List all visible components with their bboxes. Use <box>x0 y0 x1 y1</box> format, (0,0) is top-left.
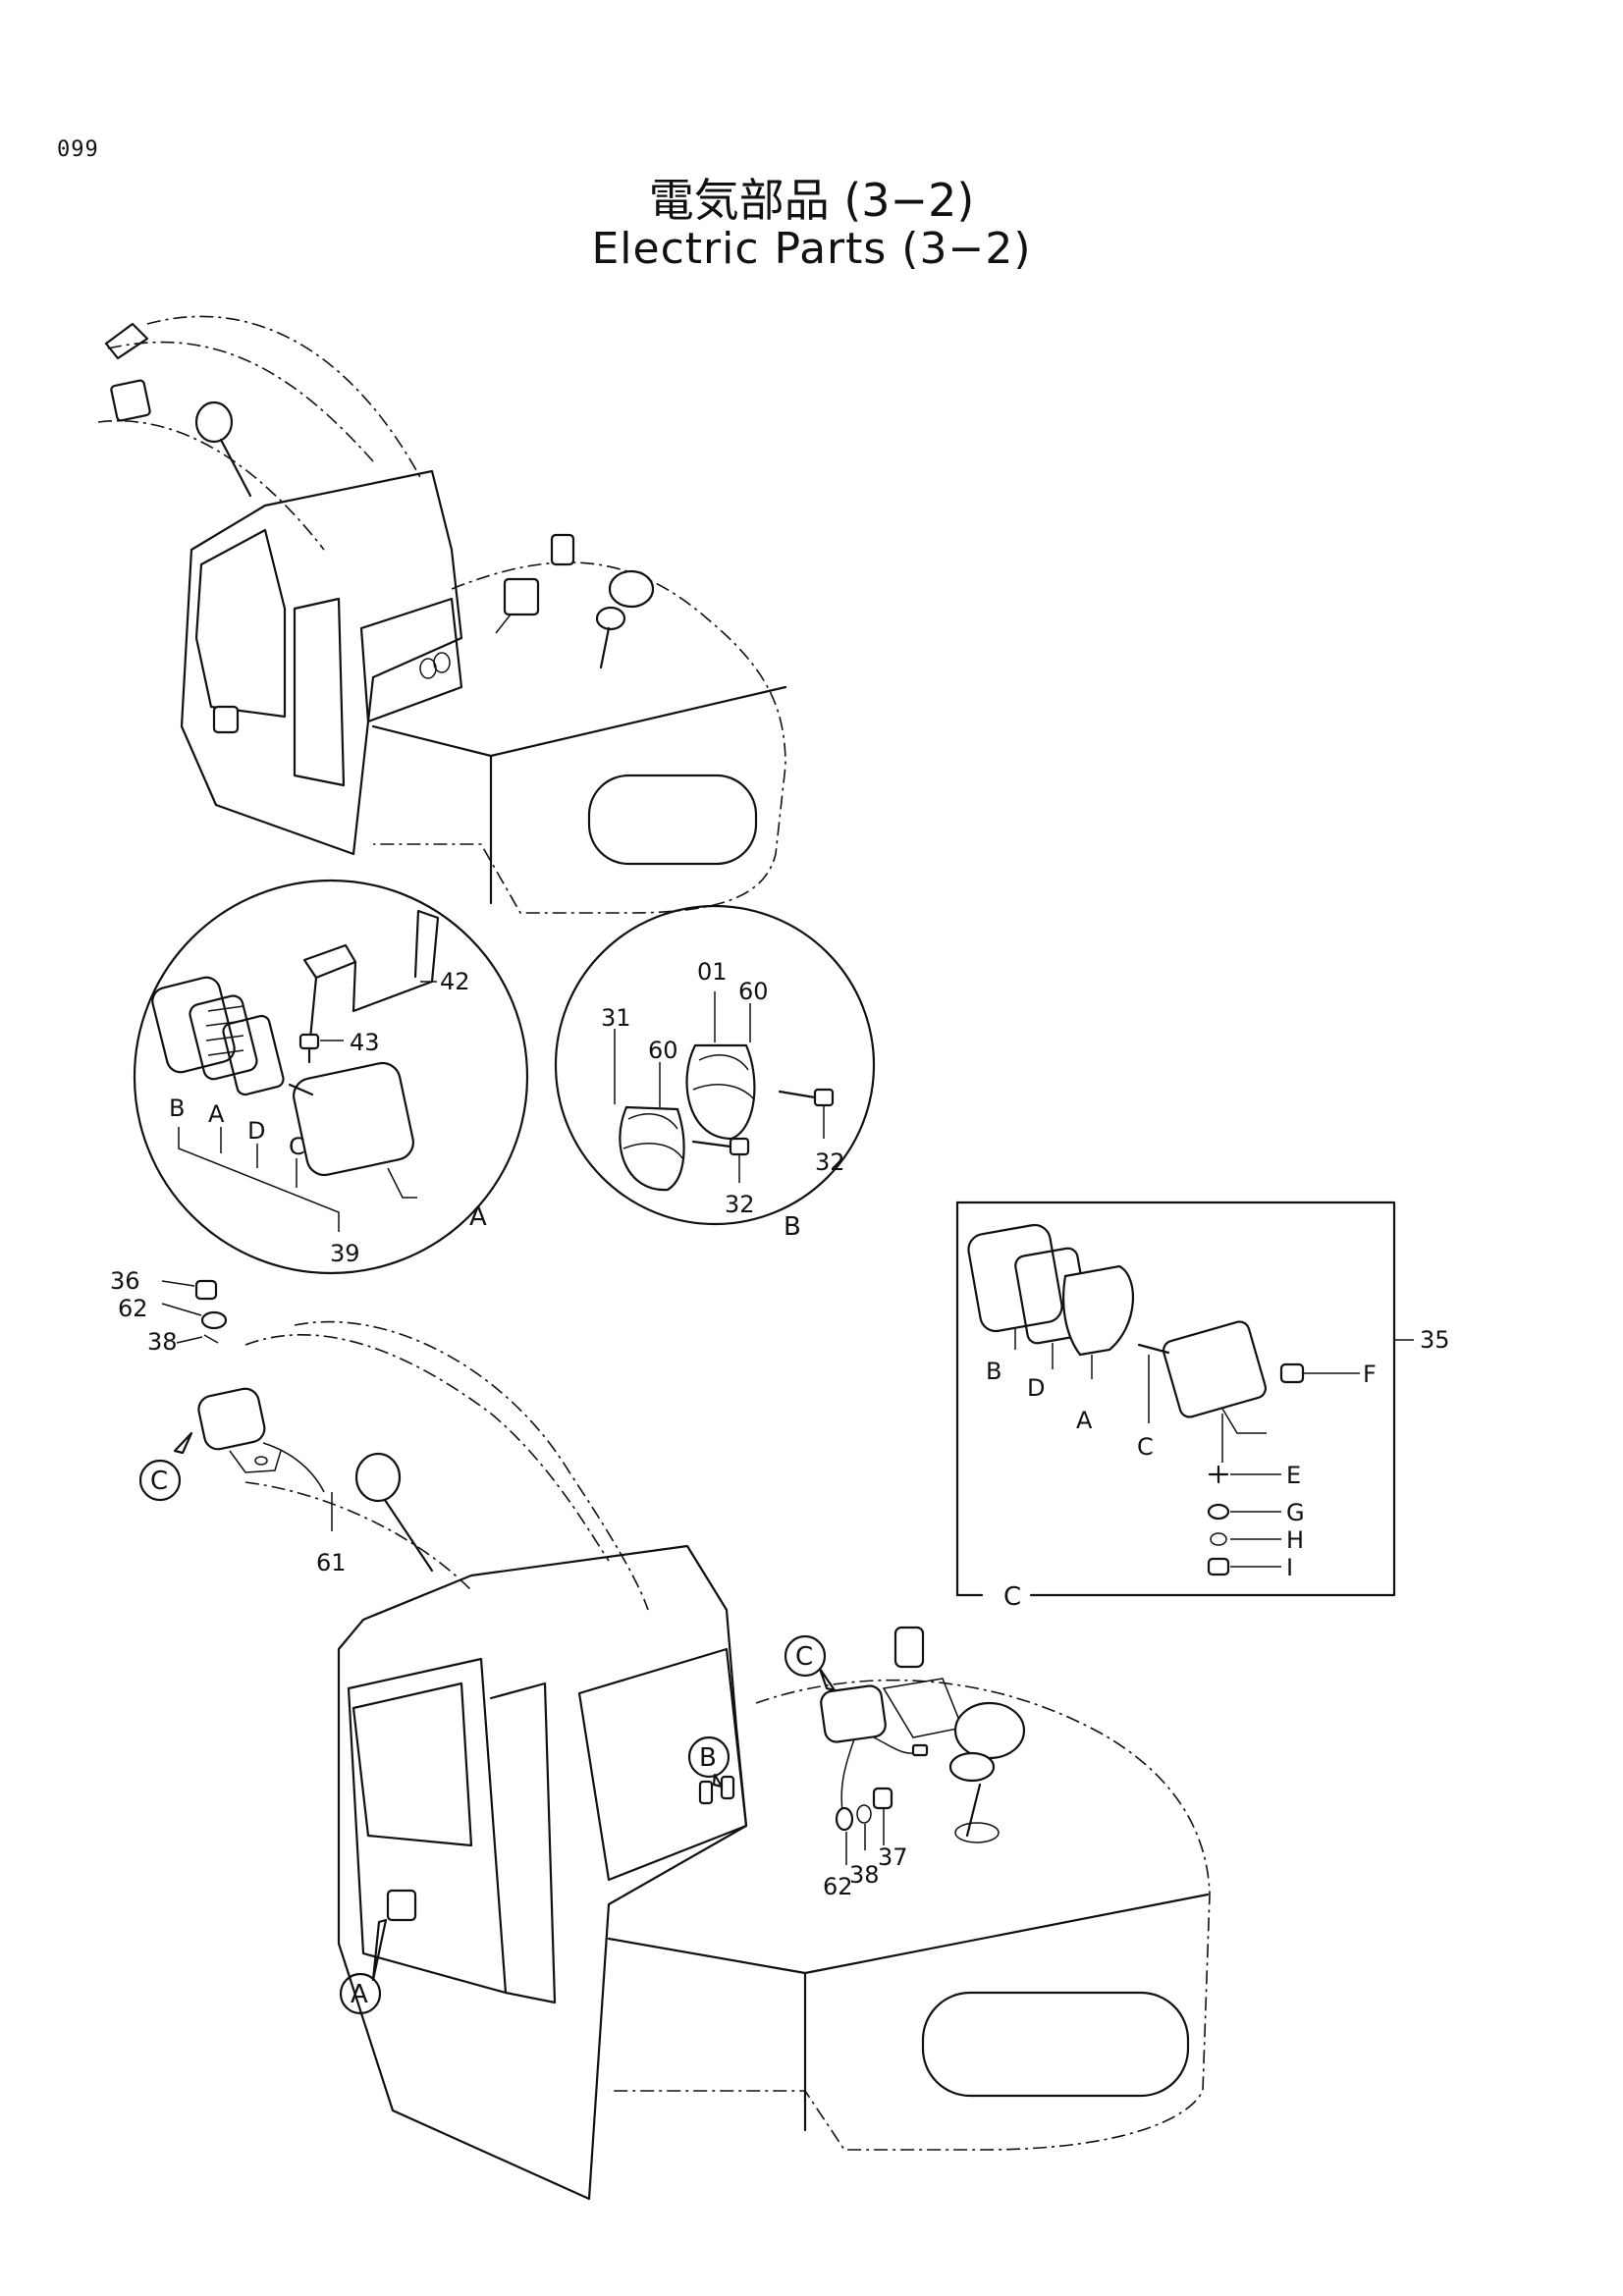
machine-overview-bottom: 62 38 37 C B A <box>337 1544 1211 2201</box>
detail-b-letter: B <box>784 1212 801 1242</box>
label-c-g: G <box>1286 1499 1305 1526</box>
page-number: 099 <box>57 137 99 162</box>
label-32-left: 32 <box>725 1191 755 1218</box>
label-38-machine: 38 <box>849 1861 880 1889</box>
boom-lamp-assembly: 36 62 38 61 C <box>110 1267 649 1611</box>
callout-b-cab: B <box>699 1743 717 1773</box>
label-31: 31 <box>601 1004 631 1032</box>
label-42: 42 <box>440 968 470 995</box>
label-32-right: 32 <box>815 1148 845 1176</box>
detail-c: 35 B D A C F E G H I C <box>955 1201 1450 1612</box>
label-62-boom: 62 <box>118 1295 148 1322</box>
label-35: 35 <box>1420 1326 1450 1354</box>
label-a-c: C <box>289 1133 305 1160</box>
label-61: 61 <box>316 1549 347 1576</box>
label-01: 01 <box>697 958 728 986</box>
detail-c-letter: C <box>1003 1582 1021 1612</box>
callout-c-boom: C <box>150 1467 168 1496</box>
label-62-machine: 62 <box>823 1873 853 1900</box>
page-title-japanese: 電気部品 (3−2) <box>648 174 975 227</box>
page-title-english: Electric Parts (3−2) <box>591 224 1032 274</box>
label-a-a: A <box>208 1100 225 1128</box>
label-c-e: E <box>1286 1462 1301 1489</box>
label-37: 37 <box>878 1843 908 1871</box>
label-60-right: 60 <box>738 978 769 1005</box>
label-43: 43 <box>350 1029 380 1056</box>
label-60-left: 60 <box>648 1037 678 1064</box>
label-c-b: B <box>986 1358 1001 1385</box>
detail-a-letter: A <box>469 1202 487 1232</box>
label-c-c: C <box>1137 1433 1154 1461</box>
label-a-b: B <box>169 1095 185 1122</box>
label-38-boom: 38 <box>147 1328 178 1356</box>
label-c-i: I <box>1286 1554 1293 1581</box>
label-c-f: F <box>1363 1361 1377 1388</box>
label-a-d: D <box>247 1117 265 1145</box>
callout-a-cab: A <box>351 1980 368 2009</box>
machine-overview-top <box>97 315 787 914</box>
label-c-h: H <box>1286 1526 1304 1554</box>
detail-a: 42 43 B A D C 39 A <box>133 879 529 1275</box>
label-c-d: D <box>1027 1374 1045 1402</box>
label-39: 39 <box>330 1240 360 1267</box>
callout-c-top: C <box>795 1642 813 1672</box>
label-c-a: A <box>1076 1407 1093 1434</box>
detail-b: 31 01 60 60 32 32 B <box>554 904 876 1242</box>
label-36: 36 <box>110 1267 140 1295</box>
